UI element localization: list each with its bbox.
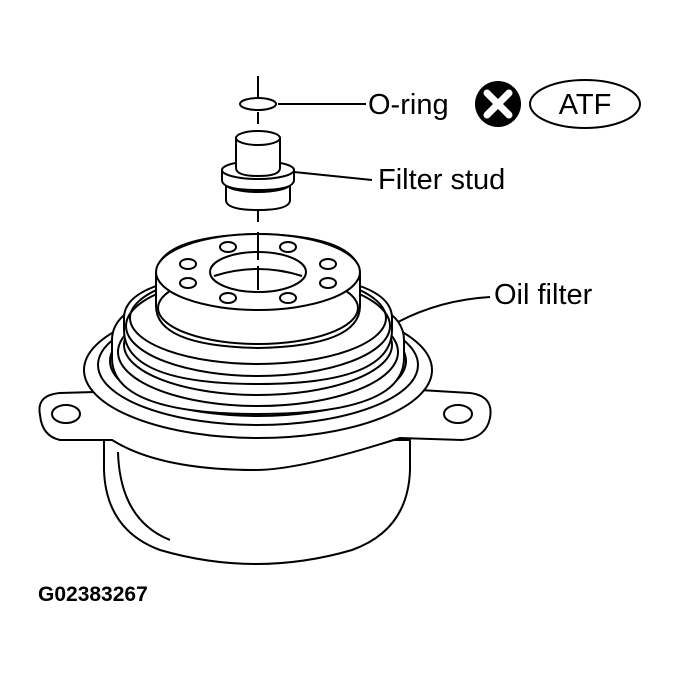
atf-badge: ATF [529,79,641,129]
oil-filter [38,232,492,565]
filter-stud-label: Filter stud [378,164,505,196]
oil-filter-label: Oil filter [494,279,593,311]
leader-lines [278,103,491,323]
figure-id: G02383267 [38,583,148,606]
mount-hole-left [51,404,81,424]
o-ring-label: O-ring [368,89,449,121]
x-circle-icon [475,81,521,127]
filter-stud-part [221,130,295,212]
bolt-holes [179,241,337,304]
mount-hole-right [443,404,473,424]
o-ring-part [239,97,277,111]
atf-label: ATF [559,89,612,121]
